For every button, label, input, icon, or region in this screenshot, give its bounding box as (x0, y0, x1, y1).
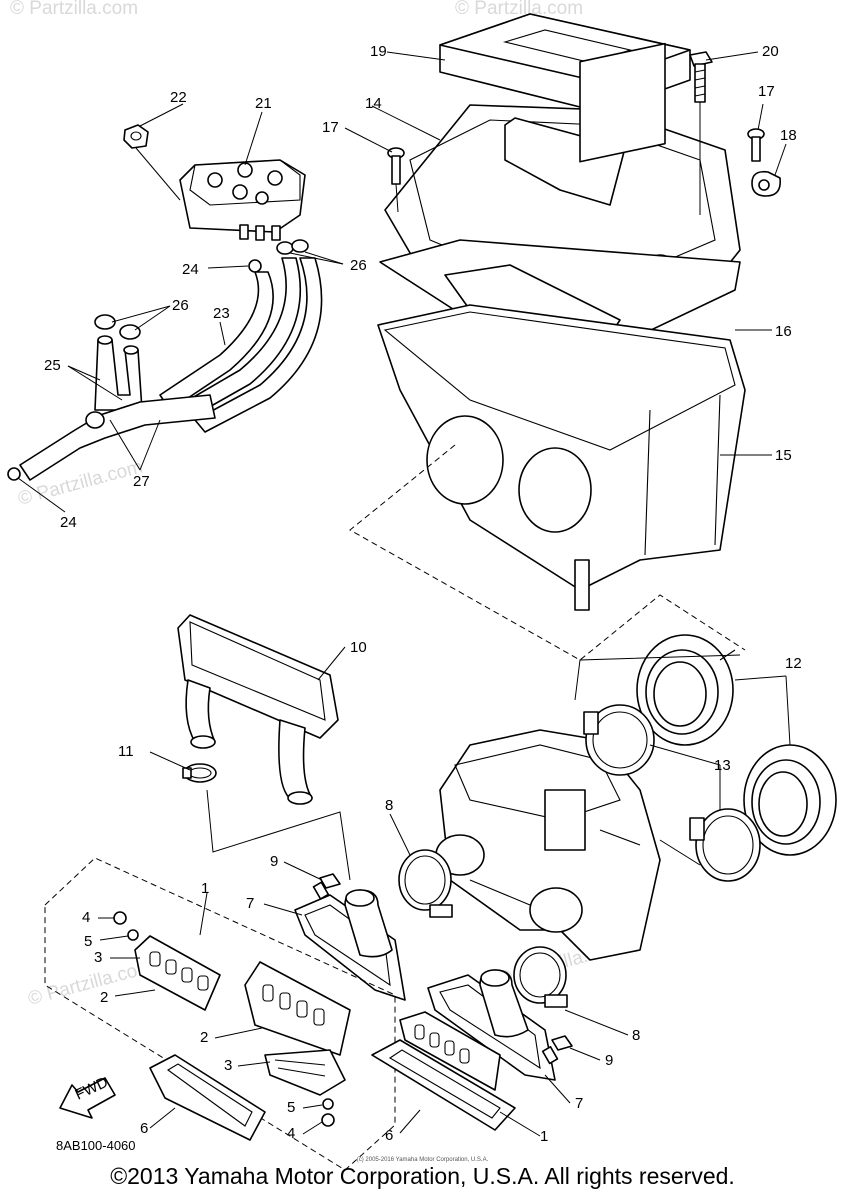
reed-valve-2-right (244, 961, 351, 1056)
engine-crankcase (435, 729, 661, 961)
callout-2-left: 2 (100, 989, 108, 1006)
callout-23: 23 (213, 305, 230, 322)
callout-4-top: 4 (82, 909, 90, 926)
bolt-9-upper (312, 873, 341, 900)
callout-14: 14 (365, 95, 382, 112)
callout-26-left: 26 (172, 297, 189, 314)
callout-24-top: 24 (182, 261, 199, 278)
callout-17-right: 17 (758, 83, 775, 100)
callout-22: 22 (170, 89, 187, 106)
callout-27: 27 (133, 473, 150, 490)
clip-18 (751, 170, 782, 197)
fuel-pump-21 (179, 159, 306, 241)
callout-24-bottom: 24 (60, 514, 77, 531)
clamp-11 (182, 763, 217, 783)
callout-18: 18 (780, 127, 797, 144)
air-box-case-15 (377, 304, 746, 611)
callout-21: 21 (255, 95, 272, 112)
callout-15: 15 (775, 447, 792, 464)
callout-26-top: 26 (350, 257, 367, 274)
callout-2-right: 2 (200, 1029, 208, 1046)
clamp-8-top (398, 849, 453, 918)
small-copyright: (c) 2005-2016 Yamaha Motor Corporation, … (356, 1157, 489, 1163)
forward-arrow-icon: FWD (59, 1074, 116, 1119)
callout-19: 19 (370, 43, 387, 60)
callout-7-top: 7 (246, 895, 254, 912)
joint-25 (94, 335, 143, 411)
callout-6-right: 6 (385, 1127, 393, 1144)
watermark-top-left: © Partzilla.com (10, 0, 138, 19)
callout-16: 16 (775, 323, 792, 340)
callout-9-top: 9 (270, 853, 278, 870)
leader-lines (17, 51, 791, 1137)
callout-8-bottom: 8 (632, 1027, 640, 1044)
screw-17-left (387, 147, 405, 213)
reed-valve-2-left (134, 935, 221, 1011)
watermark-top: © Partzilla.com (455, 0, 583, 19)
clamp-13-top (583, 704, 655, 776)
screws-4-5 (113, 911, 335, 1127)
clip-24-bottom (7, 467, 21, 481)
callout-4-bottom: 4 (287, 1125, 295, 1142)
nut-22 (123, 124, 181, 201)
screw-17-right (747, 128, 765, 162)
reference-code: 8AB100-4060 (56, 1138, 136, 1153)
reed-valve-3-lower (264, 1049, 346, 1096)
intake-manifold-7-upper (294, 889, 406, 1001)
copyright-notice: ©2013 Yamaha Motor Corporation, U.S.A. A… (110, 1163, 735, 1189)
joint-12-bottom (743, 744, 837, 856)
callout-17-left: 17 (322, 119, 339, 136)
callout-5-bottom: 5 (287, 1099, 295, 1116)
intake-manifold-7-lower (427, 969, 556, 1081)
callout-20: 20 (762, 43, 779, 60)
assembly-line-joint (574, 654, 741, 701)
bolt-20 (689, 51, 713, 215)
gasket-6-right (371, 1039, 516, 1131)
callout-5-top: 5 (84, 933, 92, 950)
callout-10: 10 (350, 639, 367, 656)
callout-11: 11 (118, 743, 134, 760)
callout-1-bottom: 1 (540, 1128, 548, 1145)
assembly-line-silencer (206, 789, 351, 881)
bolt-9-lower (541, 1035, 573, 1065)
callout-7-bottom: 7 (575, 1095, 583, 1112)
callout-1-top: 1 (201, 880, 209, 897)
callout-25: 25 (44, 357, 61, 374)
callout-8-top: 8 (385, 797, 393, 814)
callout-3-bottom: 3 (224, 1057, 232, 1074)
callout-6-left: 6 (140, 1120, 148, 1137)
clips-26-left (94, 314, 141, 340)
clip-24-top (248, 259, 262, 273)
callout-numbers: 19 20 14 17 17 18 16 15 21 22 24 26 26 2… (44, 43, 802, 1145)
callout-13: 13 (714, 757, 731, 774)
reed-block-1-lower (399, 1011, 501, 1091)
clamp-8-bottom (513, 946, 568, 1008)
callout-3-top: 3 (94, 949, 102, 966)
intake-silencer-10 (177, 614, 339, 805)
hose-27 (19, 394, 216, 481)
callout-9-bottom: 9 (605, 1052, 613, 1069)
assembly-line-box (349, 444, 746, 661)
gasket-6-left (149, 1054, 266, 1141)
clips-26-top (276, 239, 309, 255)
clamp-13-bottom (689, 808, 761, 882)
assembly-line-joint-2 (659, 839, 701, 866)
joint-12-top (636, 634, 736, 746)
callout-12: 12 (785, 655, 802, 672)
